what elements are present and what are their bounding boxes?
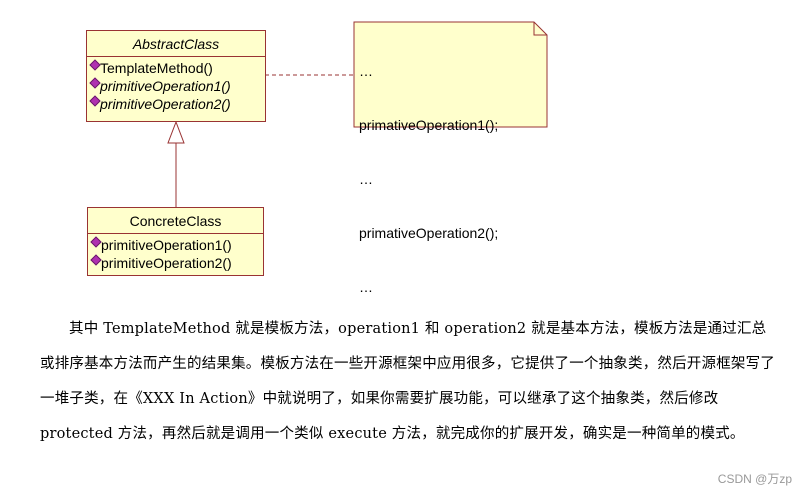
note-line: primativeOperation2();: [359, 225, 499, 241]
operation-row: primitiveOperation1(): [90, 236, 263, 254]
operation-icon: [90, 254, 102, 266]
note-line: …: [359, 279, 373, 295]
concrete-class-name: ConcreteClass: [88, 208, 263, 234]
operation-row: primitiveOperation2(): [89, 95, 265, 113]
operation-label: primitiveOperation2(): [100, 96, 231, 112]
abstract-class-box: AbstractClass TemplateMethod() primitive…: [86, 30, 266, 122]
concrete-class-operations: primitiveOperation1() primitiveOperation…: [88, 234, 263, 272]
operation-icon: [90, 236, 102, 248]
concrete-class-box: ConcreteClass primitiveOperation1() prim…: [87, 207, 264, 276]
operation-label: primitiveOperation1(): [100, 78, 231, 94]
operation-icon: [89, 59, 101, 71]
note-box: [353, 21, 548, 128]
operation-label: primitiveOperation1(): [101, 237, 232, 253]
note-line: …: [359, 171, 373, 187]
description-paragraph: 其中 TemplateMethod 就是模板方法，operation1 和 op…: [40, 321, 775, 442]
generalization-arrow-icon: [167, 120, 185, 144]
operation-row: primitiveOperation1(): [89, 77, 265, 95]
note-line: primativeOperation1();: [359, 117, 499, 133]
abstract-class-name: AbstractClass: [87, 31, 265, 57]
watermark: CSDN @万zp: [717, 472, 792, 486]
note-text: … primativeOperation1(); … primativeOper…: [359, 26, 498, 314]
operation-row: TemplateMethod(): [89, 59, 265, 77]
operation-icon: [89, 95, 101, 107]
operation-label: primitiveOperation2(): [101, 255, 232, 271]
operation-row: primitiveOperation2(): [90, 254, 263, 272]
note-fold-icon: [533, 22, 547, 36]
operation-icon: [89, 77, 101, 89]
abstract-class-operations: TemplateMethod() primitiveOperation1() p…: [87, 57, 265, 113]
operation-label: TemplateMethod(): [100, 60, 213, 76]
note-line: …: [359, 63, 373, 79]
